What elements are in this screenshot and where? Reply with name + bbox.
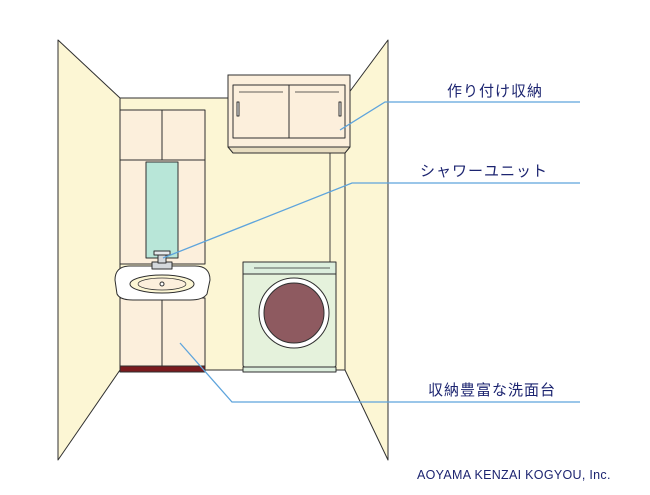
leader-vanity	[179, 342, 580, 403]
label-vanity: 収納豊富な洗面台	[428, 381, 557, 399]
company-credit: AOYAMA KENZAI KOGYOU, Inc.	[417, 468, 611, 482]
leader-lines	[162, 101, 580, 403]
baseboard	[119, 365, 206, 373]
vanity-unit	[114, 109, 211, 373]
mirror	[145, 161, 179, 259]
leader-shower	[162, 182, 580, 259]
washing-machine	[242, 261, 337, 373]
label-built-in-storage: 作り付け収納	[447, 82, 544, 100]
right-wall	[344, 39, 389, 461]
leader-storage	[339, 101, 580, 131]
left-wall	[57, 39, 121, 461]
wall-storage-cabinet	[227, 74, 351, 154]
label-shower-unit: シャワーユニット	[420, 162, 549, 180]
